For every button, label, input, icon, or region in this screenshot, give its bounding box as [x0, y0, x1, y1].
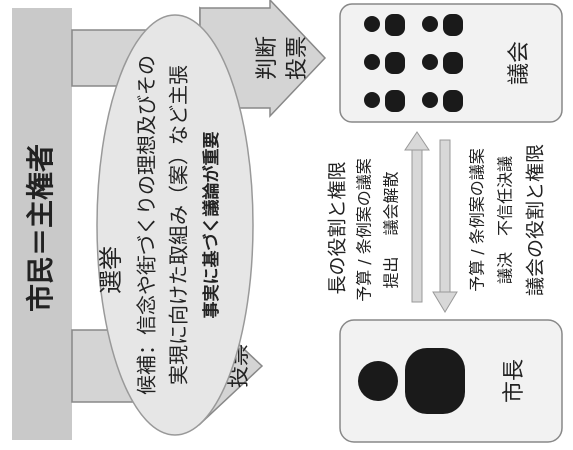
right-arrow-label-2: 投票 [285, 36, 310, 80]
mayor-role-line-2: 提出 議会解散 [382, 171, 401, 288]
mayor-label: 市長 [502, 359, 527, 403]
citizens-band [12, 8, 72, 440]
candidate-text-3: 事実に基づく議論が重要 [201, 132, 222, 319]
mayor-role-title: 長の役割と権限 [327, 161, 349, 294]
election-ellipse [96, 14, 254, 436]
candidate-text-2: 実現に向けた取組み（案）など主張 [167, 65, 191, 385]
council-role-title: 議会の役割と権限 [525, 144, 547, 296]
mayor-figure-icon [358, 348, 465, 414]
election-label: 選挙 [97, 246, 125, 294]
council-to-mayor-arrow [432, 139, 458, 313]
council-panel: 議会 [339, 3, 563, 123]
council-role-line-2: 議決 不信任決議 [496, 156, 515, 284]
citizens-label: 市民＝主権者 [24, 144, 57, 312]
council-role-line-1: 予算 / 条例案の議案 [468, 148, 487, 292]
council-members-icon [364, 14, 463, 112]
council-label: 議会 [507, 41, 532, 85]
mayor-role-line-1: 予算 / 条例案の議案 [355, 158, 374, 302]
mayor-panel: 市長 [339, 319, 563, 443]
mayor-to-council-arrow [404, 131, 430, 303]
candidate-text-1: 候補：信念や街づくりの理想及びその [135, 55, 159, 395]
right-arrow-label-1: 判断 [255, 36, 280, 80]
